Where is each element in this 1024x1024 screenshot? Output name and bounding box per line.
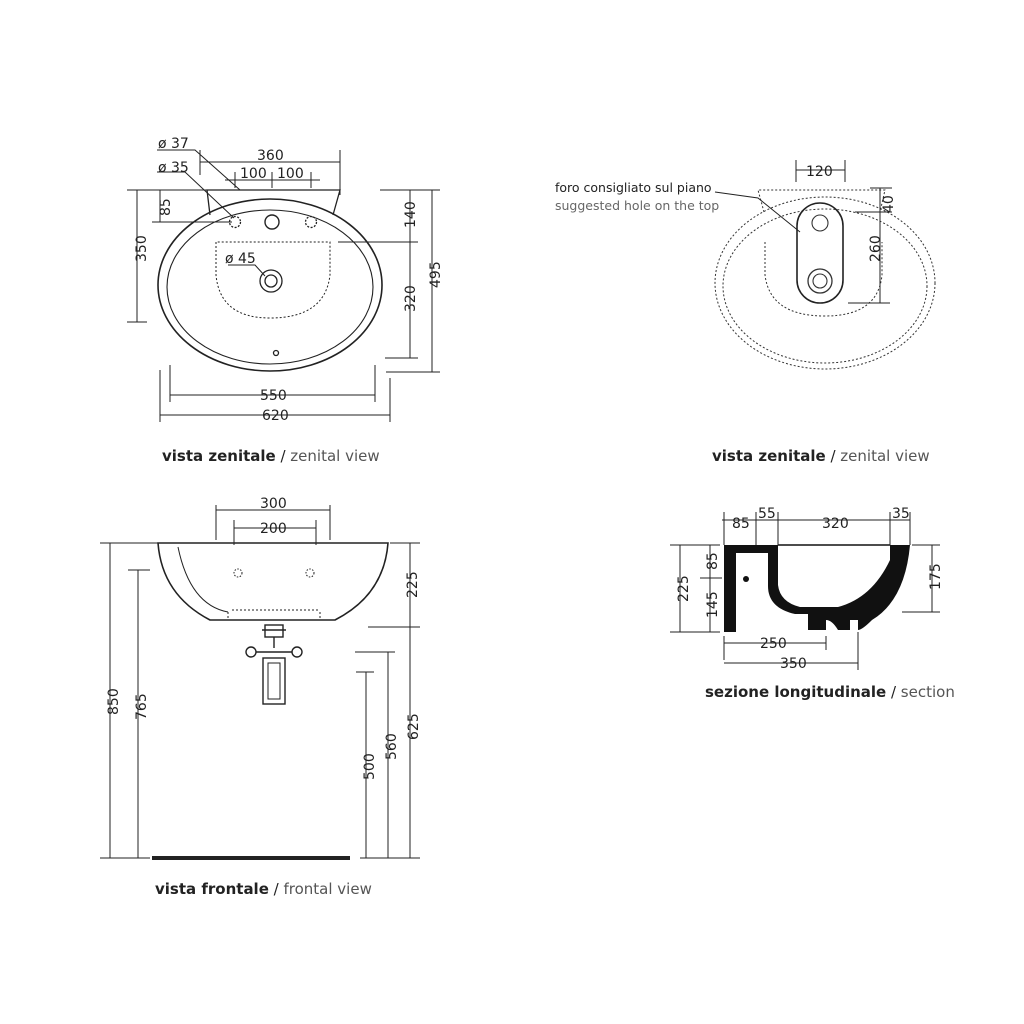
dim-85: 85	[158, 198, 174, 216]
dim-140: 140	[403, 201, 419, 228]
caption-top-left: vista zenitale / zenital view	[162, 447, 380, 465]
deck-outline	[206, 189, 341, 216]
dim-d35: ø 35	[158, 160, 189, 176]
dim-765: 765	[134, 693, 150, 720]
tap-hole-right	[304, 215, 318, 229]
dim-625: 625	[406, 713, 422, 740]
bowl-dotted	[215, 241, 331, 319]
note-suggested-hole-it: foro consigliato sul piano	[555, 180, 712, 195]
drain-inner	[264, 274, 278, 288]
dim-120: 120	[806, 164, 833, 180]
dim-sec-350: 350	[780, 656, 807, 672]
dim-260: 260	[868, 235, 884, 262]
dim-495: 495	[428, 261, 444, 288]
dim-550: 550	[260, 388, 287, 404]
basin-outline	[157, 198, 383, 372]
section-dimensions	[670, 512, 940, 670]
drain-outer	[259, 269, 283, 293]
dim-sec-35: 35	[892, 506, 910, 522]
caption-bottom-left: vista frontale / frontal view	[155, 880, 372, 898]
dim-350: 350	[134, 235, 150, 262]
zenital-view-alt-drawing	[714, 189, 936, 370]
frontal-view-dimensions	[100, 505, 420, 859]
siphon-tube-top	[264, 624, 284, 638]
dim-500: 500	[362, 753, 378, 780]
dim-300: 300	[260, 496, 287, 512]
dim-560: 560	[384, 733, 400, 760]
suggested-hole-slot	[796, 202, 844, 304]
dim-100-right: 100	[277, 166, 304, 182]
dim-sec-250: 250	[760, 636, 787, 652]
dim-sec-225: 225	[676, 575, 692, 602]
dim-sec-175: 175	[928, 563, 944, 590]
frontal-view-labels: 300 200 225 850 765 625 560 500	[106, 496, 422, 780]
zenital-view-dimensions	[127, 149, 440, 422]
dim-320: 320	[403, 285, 419, 312]
caption-top-right: vista zenitale / zenital view	[712, 447, 930, 465]
dim-sec-55: 55	[758, 506, 776, 522]
tap-hole-center	[264, 214, 280, 230]
section-drawing	[724, 544, 910, 632]
frontal-view-drawing	[152, 542, 389, 860]
tap-hole-left	[228, 215, 242, 229]
zenital-view-drawing	[157, 189, 383, 372]
dim-d45: ø 45	[225, 251, 256, 267]
dim-40: 40	[881, 195, 897, 213]
dim-sec-85: 85	[732, 516, 750, 532]
dim-850: 850	[106, 688, 122, 715]
dim-225: 225	[405, 571, 421, 598]
zenital-view-labels: ø 37 ø 35 360 100 100 ø 45 85 350 140 32…	[134, 136, 444, 424]
dim-d37: ø 37	[158, 136, 189, 152]
dim-360: 360	[257, 148, 284, 164]
zenital-view-alt-labels: 120 40 260 foro consigliato sul piano su…	[555, 164, 897, 262]
basin-front	[157, 542, 389, 621]
zenital-view-alt-dimensions	[714, 160, 892, 304]
note-suggested-hole-en: suggested hole on the top	[555, 198, 719, 213]
section-profile	[724, 545, 910, 632]
dim-sec-85v: 85	[705, 552, 721, 570]
siphon-body	[262, 657, 286, 705]
caption-bottom-right: sezione longitudinale / section	[705, 683, 955, 701]
basin-rim-inner	[166, 209, 374, 365]
dim-sec-145: 145	[705, 591, 721, 618]
section-labels: 85 55 320 35 225 85 145 175 250 350	[676, 506, 944, 672]
dim-100-left: 100	[240, 166, 267, 182]
overflow-hole	[272, 349, 280, 357]
dim-620: 620	[262, 408, 289, 424]
dim-sec-320: 320	[822, 516, 849, 532]
dim-200: 200	[260, 521, 287, 537]
